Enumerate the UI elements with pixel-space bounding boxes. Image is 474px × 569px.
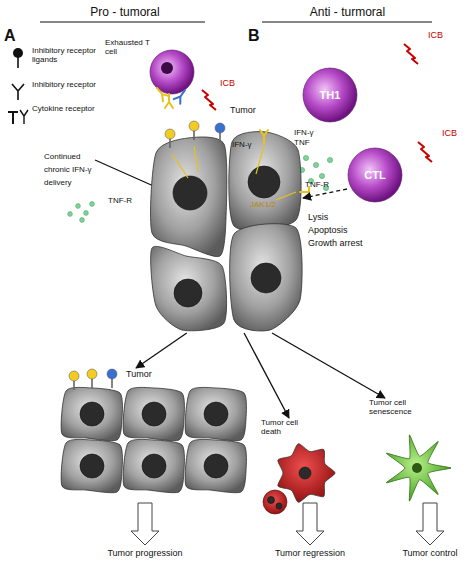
cell-nucleus — [248, 166, 280, 198]
cell-body — [278, 444, 335, 503]
connector-arrow — [244, 333, 289, 418]
node-label: Exhausted T cell — [105, 38, 157, 56]
heading-rule — [262, 22, 432, 23]
legend-entry: Cytokine receptor — [6, 104, 106, 128]
legend-entry: Inhibitory receptor ligands — [6, 46, 106, 70]
effect-label: Lysis — [308, 212, 368, 223]
panel-letter: B — [248, 26, 268, 45]
ctl-cell: CTL — [347, 147, 403, 203]
th1-cell: TH1 — [302, 67, 358, 123]
outcome-arrow — [416, 503, 444, 545]
cell-nucleus — [251, 263, 281, 293]
receptor-label: TNF-R — [305, 180, 339, 190]
cell-body — [303, 68, 357, 122]
cytokine-label: IFN-γ — [232, 140, 262, 150]
cell-nucleus — [174, 279, 202, 307]
ligand-symbol — [215, 123, 225, 142]
receptor-symbol — [260, 130, 268, 144]
outcome-label: Tumor control — [380, 548, 474, 559]
cell-nucleus — [268, 497, 275, 504]
cell-nucleus — [276, 503, 282, 509]
cell-nucleus — [161, 62, 173, 74]
tumor-cell-death: Tumor cell death — [255, 418, 340, 518]
receptor-symbol — [154, 85, 169, 101]
signal-arrow — [172, 146, 296, 200]
node-label: Tumor — [126, 369, 166, 379]
legend-text: Inhibitory receptor — [32, 80, 104, 89]
cell-label: TH1 — [302, 67, 358, 123]
cell-nucleus — [142, 402, 166, 426]
outcome-label: Tumor regression — [260, 548, 360, 559]
receptor-symbol — [165, 94, 173, 108]
tumor-cell-senescence: Tumor cell senescence — [365, 398, 465, 503]
heading-rule — [40, 22, 205, 23]
tumor-cluster: Tumor — [62, 368, 247, 493]
cell-label: CTL — [347, 147, 403, 203]
connector-arrow — [136, 333, 187, 368]
ligand-symbol — [189, 121, 199, 140]
outcome-label: Tumor progression — [95, 548, 195, 559]
effect-label: Apoptosis — [308, 225, 368, 236]
cell-nucleus — [80, 454, 104, 478]
cell-nucleus — [299, 467, 311, 479]
outcome-arrow — [296, 503, 324, 545]
cytokine-label: IFN-γ TNF — [294, 128, 328, 147]
kinase-label: JAK1/2 — [250, 200, 290, 210]
drug-label: ICB — [428, 30, 458, 41]
legend-sample — [6, 104, 30, 128]
effect-label: Growth arrest — [308, 238, 378, 249]
note-text: Continued chronic IFN-γ delivery — [44, 150, 94, 189]
node-shape — [105, 38, 200, 100]
cell-body — [123, 387, 184, 440]
node-label: Tumor — [230, 105, 270, 115]
cell-body — [151, 137, 227, 257]
cell-nucleus — [204, 454, 228, 478]
node-label: Tumor cell senescence — [369, 398, 431, 416]
cell-body — [185, 387, 246, 440]
cell-body — [151, 246, 227, 330]
cell-body — [386, 435, 451, 501]
legend-sample — [6, 46, 30, 70]
exhausted-t-cell: Exhausted T cell — [105, 38, 200, 100]
drug-label: ICB — [220, 78, 250, 89]
node-label: Tumor cell death — [261, 418, 317, 436]
ligand-symbol — [69, 371, 79, 390]
cell-body — [61, 439, 122, 492]
drug-bolt — [404, 44, 418, 64]
legend-entry: Inhibitory receptor — [6, 80, 106, 104]
receptor-symbol — [174, 88, 189, 104]
cell-body — [348, 148, 402, 202]
cell-body — [229, 132, 301, 231]
cell-nucleus — [412, 463, 422, 473]
apoptotic-body — [263, 490, 287, 514]
cell-body — [61, 387, 122, 440]
legend-text: Cytokine receptor — [32, 104, 104, 113]
panel-heading: Pro - tumoral — [50, 5, 200, 19]
drug-label: ICB — [442, 128, 472, 139]
legend-sample — [6, 80, 30, 104]
panel-letter: A — [4, 26, 24, 45]
tumor-cells: Tumor — [148, 108, 303, 333]
outcome-arrow — [131, 503, 159, 545]
drug-bolt — [418, 142, 432, 162]
panel-heading: Anti - turmoral — [270, 5, 425, 19]
cell-nucleus — [173, 176, 207, 210]
cell-body — [230, 224, 302, 331]
node-shape — [148, 108, 303, 333]
cell-nucleus — [142, 454, 166, 478]
legend-text: Inhibitory receptor ligands — [32, 46, 104, 64]
cell-body — [123, 439, 184, 492]
node-shape — [62, 368, 247, 493]
connector-arrow — [272, 333, 385, 398]
ligand-symbol — [107, 369, 117, 388]
receptor-label: TNF-R — [108, 196, 144, 206]
cell-nucleus — [204, 402, 228, 426]
ligand-symbol — [87, 369, 97, 388]
cell-body — [185, 439, 246, 492]
ligand-symbol — [165, 129, 175, 148]
drug-bolt — [202, 90, 216, 110]
cell-nucleus — [80, 402, 104, 426]
